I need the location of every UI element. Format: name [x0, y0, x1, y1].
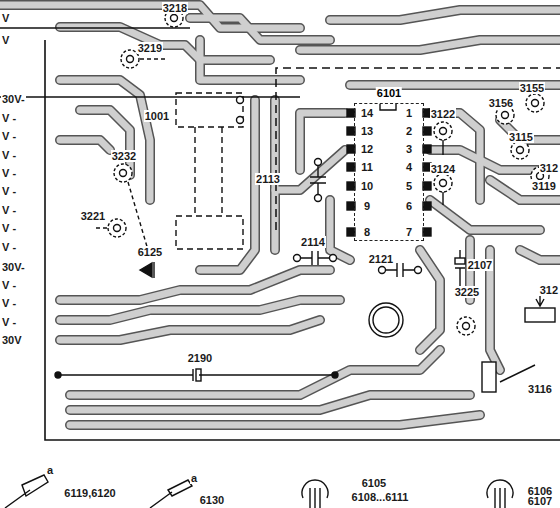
callout-number: a	[190, 472, 198, 484]
pin-number: 12	[360, 143, 374, 155]
callout-number: 6130	[199, 494, 225, 506]
callout-number: 3155	[519, 82, 545, 94]
callout-number: 6125	[137, 246, 163, 258]
callout-number: 2121	[368, 253, 394, 265]
pin-number: 6	[405, 200, 413, 212]
rail-label: 30V-	[1, 261, 26, 273]
pin-number: 9	[363, 200, 371, 212]
rail-label: V	[1, 34, 10, 46]
callout-number: 6108...6111	[351, 491, 410, 503]
callout-number: 3219	[137, 42, 163, 54]
callout-number: 1001	[144, 110, 170, 122]
pin-number: 8	[363, 226, 371, 238]
callout-number: 6119,6120	[63, 487, 116, 499]
rail-label: V -	[1, 185, 17, 197]
callout-number: 3221	[80, 210, 106, 222]
callout-number: 3115	[508, 131, 534, 143]
callout-number: 3122	[430, 108, 456, 120]
pin-number: 14	[360, 107, 374, 119]
copper-tracks	[0, 5, 560, 425]
callout-number: 3218	[162, 2, 188, 14]
rail-label: V -	[1, 316, 17, 328]
callout-number: 2113	[255, 173, 281, 185]
rail-label: V -	[1, 167, 17, 179]
callout-number: 3119	[531, 180, 557, 192]
rail-label: V -	[1, 279, 17, 291]
rail-label: V -	[1, 241, 17, 253]
pin-number: 7	[405, 226, 413, 238]
rail-label: 30V-	[1, 93, 26, 105]
callout-number: 312	[539, 284, 559, 296]
board-edge	[0, 28, 560, 440]
pin-number: 3	[405, 143, 413, 155]
rail-label: V -	[1, 297, 17, 309]
callout-number: 6107	[527, 495, 553, 507]
ic-label: 6101	[376, 87, 402, 99]
rail-label: 30V	[1, 334, 23, 346]
callout-number: 2114	[300, 236, 326, 248]
callout-number: 6105	[361, 477, 387, 489]
callout-number: 312	[539, 162, 559, 174]
pin-number: 10	[360, 180, 374, 192]
pin-number: 11	[360, 161, 374, 173]
components	[5, 9, 555, 508]
rail-label: V -	[1, 112, 17, 124]
callout-number: 3232	[111, 150, 137, 162]
rail-label: V	[1, 12, 10, 24]
pin-number: 4	[405, 161, 413, 173]
pin-number: 1	[405, 107, 413, 119]
pin-number: 5	[405, 180, 413, 192]
rail-label: V -	[1, 222, 17, 234]
callout-number: a	[46, 464, 54, 476]
pin-number: 13	[360, 125, 374, 137]
callout-number: 2107	[467, 259, 493, 271]
callout-number: 3116	[527, 383, 553, 395]
callout-number: 3124	[430, 163, 456, 175]
pin-number: 2	[405, 125, 413, 137]
rail-label: V -	[1, 130, 17, 142]
rail-label: V -	[1, 149, 17, 161]
shield-outline	[276, 68, 560, 230]
callout-number: 2190	[187, 352, 213, 364]
rail-label: V -	[1, 204, 17, 216]
callout-number: 3156	[488, 97, 514, 109]
callout-number: 3225	[454, 286, 480, 298]
